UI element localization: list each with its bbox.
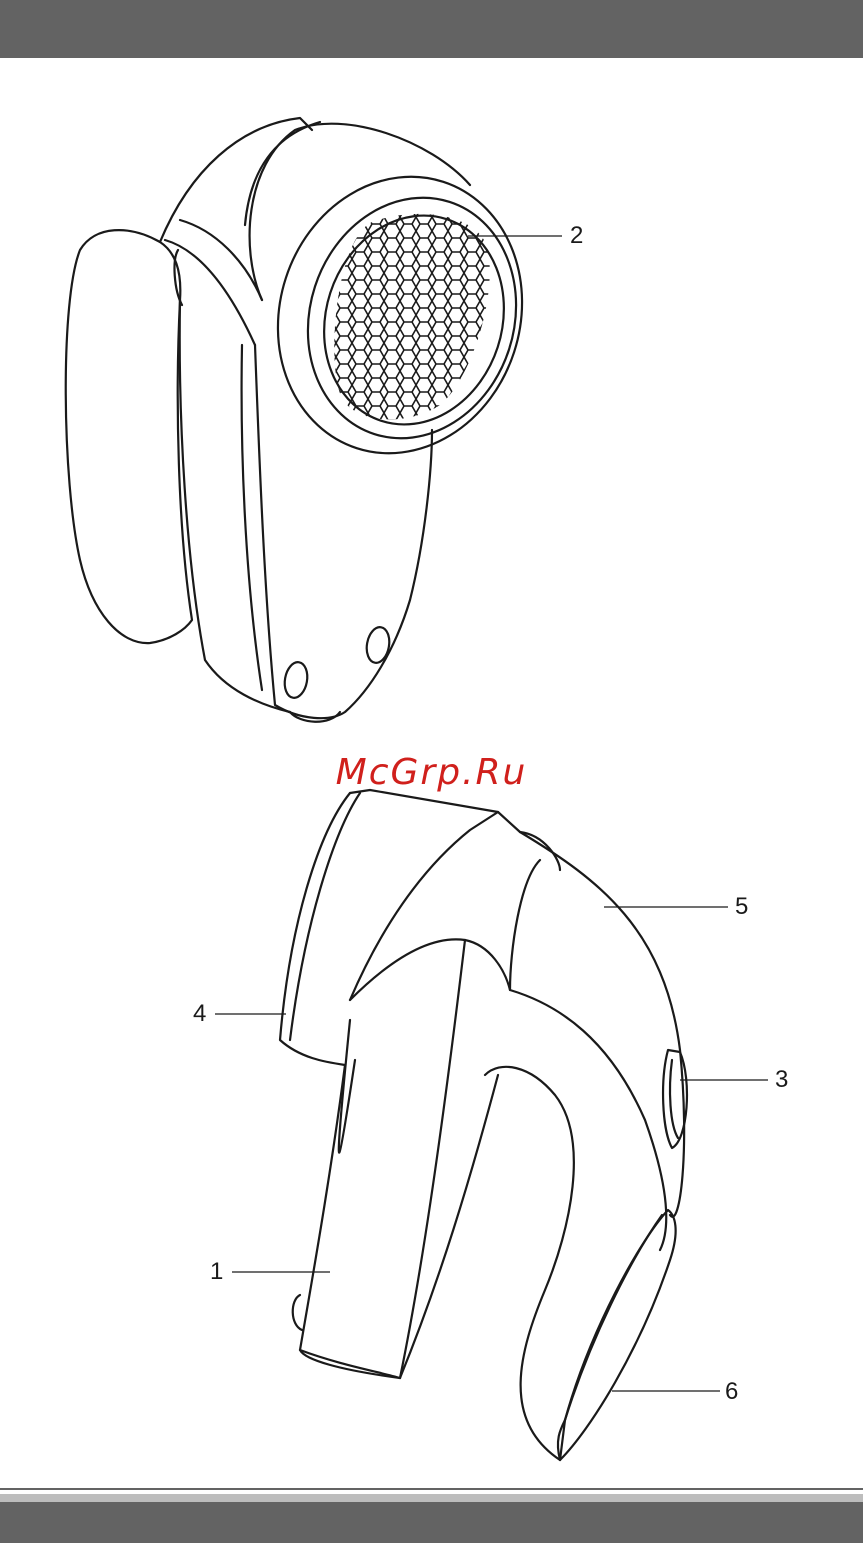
callout-3: 3 xyxy=(775,1068,788,1092)
shaver-front-view xyxy=(66,118,558,722)
shaver-side-view xyxy=(280,790,687,1460)
callout-2: 2 xyxy=(570,224,583,248)
callout-4: 4 xyxy=(193,1002,206,1026)
footer-line xyxy=(0,1488,863,1490)
handle-loop xyxy=(66,230,192,643)
footer-bar xyxy=(0,1502,863,1543)
callout-1: 1 xyxy=(210,1260,223,1284)
footer-stripe xyxy=(0,1494,863,1502)
lint-tank xyxy=(560,1210,676,1460)
back-arc xyxy=(520,832,684,1217)
front-slab xyxy=(300,940,465,1378)
callout-6: 6 xyxy=(725,1380,738,1404)
watermark-text: McGrp.Ru xyxy=(0,752,863,793)
callout-5: 5 xyxy=(735,895,748,919)
callout-lines xyxy=(215,236,768,1391)
inner-hook xyxy=(485,1067,574,1460)
shaver-mesh-grid xyxy=(325,205,500,430)
